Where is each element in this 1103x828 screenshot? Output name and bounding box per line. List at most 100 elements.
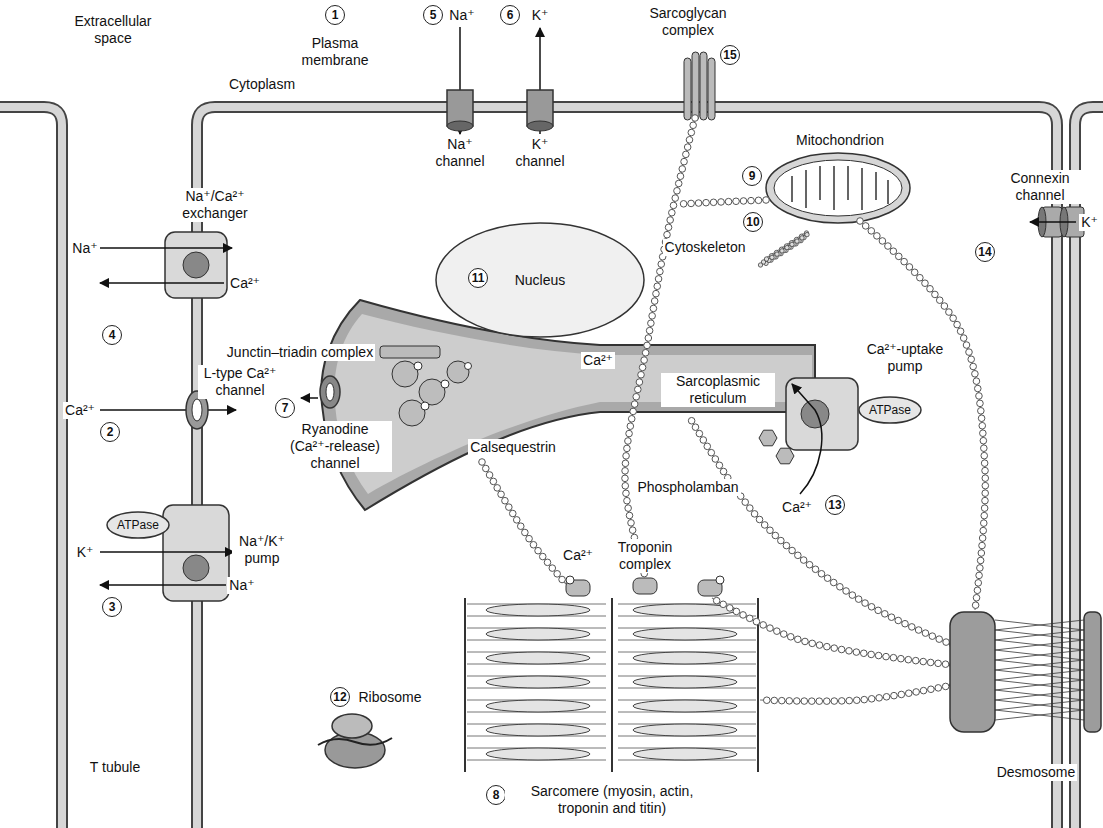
part-label: Connexin channel	[998, 170, 1082, 204]
cytoskeleton-fibre	[785, 245, 789, 249]
cytoskeletal-filament	[787, 633, 794, 640]
cytoskeletal-filament	[712, 598, 953, 665]
exchanger-symbol	[100, 247, 232, 249]
cytoskeletal-filament	[675, 180, 682, 187]
sarcoglycan-symbol	[684, 58, 691, 120]
cytoskeletal-filament	[950, 315, 957, 322]
cytoskeletal-filament	[708, 449, 715, 456]
cytoskeletal-filament	[795, 636, 802, 643]
part-label: Sarcoplasmic reticulum	[661, 373, 775, 407]
cytoskeleton-fibre	[800, 236, 804, 240]
cytoskeletal-filament	[638, 371, 645, 378]
cytoskeletal-filament	[622, 460, 629, 467]
cytoskeletal-filament	[922, 280, 929, 287]
cytoskeletal-filament	[704, 443, 711, 450]
cytoskeletal-filament	[902, 620, 909, 627]
cytoskeletal-filament	[960, 335, 967, 342]
cytoskeletal-filament	[963, 342, 970, 349]
cytoskeletal-filament	[942, 683, 949, 690]
cytoskeletal-filament	[824, 643, 831, 650]
cytoskeletal-filament	[767, 527, 774, 534]
cytoskeletal-filament	[982, 490, 989, 497]
cytoskeletal-filament	[625, 505, 632, 512]
part-label: Mitochondrion	[794, 132, 886, 149]
uptake-pump-symbol	[801, 400, 829, 428]
cytoskeletal-filament	[648, 320, 655, 327]
desmosome-symbol	[995, 620, 1084, 630]
sarcoplasmic-reticulum-shape	[320, 376, 340, 408]
desmosome-symbol	[1084, 612, 1101, 732]
cytoskeletal-filament	[774, 628, 781, 635]
sarcoplasmic-reticulum-shape	[326, 383, 334, 401]
cytoskeletal-filament	[625, 118, 695, 576]
cytoskeletal-filament	[868, 603, 875, 610]
cytoskeletal-filament	[974, 587, 981, 594]
cytoskeletal-filament	[929, 633, 936, 640]
part-label: Ca²⁺	[581, 352, 615, 369]
sarcomere-symbol	[633, 652, 737, 664]
cytoskeletal-filament	[646, 327, 653, 334]
desmosome-symbol	[995, 670, 1084, 680]
callout-number: 5	[423, 5, 443, 25]
sarcomere-symbol	[465, 598, 758, 772]
cytoskeletal-filament	[846, 648, 853, 655]
callout-number: 14	[975, 242, 995, 262]
exchanger-symbol	[165, 232, 227, 298]
cytoskeletal-filament	[486, 472, 493, 479]
cytoskeletal-filament	[509, 510, 516, 517]
cytoskeletal-filament	[680, 201, 687, 208]
cytoskeletal-filament	[981, 512, 988, 519]
cytoskeletal-filament	[816, 698, 823, 705]
desmosome-symbol	[995, 660, 1084, 670]
sarcoplasmic-reticulum-shape	[380, 346, 440, 358]
part-label: Phospholamban	[635, 479, 740, 496]
cytoskeletal-filament	[875, 652, 882, 659]
cytoskeletal-filament	[772, 532, 779, 539]
cytoskeletal-filament	[981, 445, 988, 452]
callout-number: 9	[742, 166, 762, 186]
cytoskeletal-filament	[479, 459, 486, 466]
cytoskeletal-filament	[670, 202, 677, 209]
cytoskeletal-filament	[733, 198, 740, 205]
cytoskeletal-filament	[976, 393, 983, 400]
cytoskeletal-filament	[800, 557, 807, 564]
cytoskeletal-filament	[932, 291, 939, 298]
part-label: K⁺	[75, 544, 96, 561]
cytoskeletal-filament	[672, 195, 679, 202]
cytoskeleton-fibre	[775, 252, 779, 256]
cytoskeletal-filament	[862, 600, 869, 607]
cytoskeletal-filament	[688, 129, 695, 136]
cytoskeletal-filament	[920, 687, 927, 694]
cytoskeletal-filament	[679, 166, 686, 173]
cytoskeletal-filament	[973, 594, 980, 601]
cytoskeletal-filament	[824, 575, 831, 582]
cytoskeletal-filament	[855, 596, 862, 603]
cytoskeletal-filament	[936, 636, 943, 643]
cytoskeletal-filament	[681, 158, 688, 165]
troponin-symbol	[633, 578, 657, 594]
cytoskeletal-filament	[868, 695, 875, 702]
cytoskeletal-filament	[978, 550, 985, 557]
cytoskeleton-fibre	[770, 255, 774, 259]
sarcomere-symbol	[464, 598, 466, 772]
desmosome-symbol	[995, 650, 1084, 660]
sarcoplasmic-reticulum-shape	[441, 380, 449, 388]
callout-number: 11	[468, 268, 488, 288]
cytoskeletal-filament	[838, 646, 845, 653]
cytoskeletal-filament	[927, 659, 934, 666]
connexin-symbol	[1030, 221, 1076, 223]
cytoskeletal-filament	[726, 605, 733, 612]
cytoskeletal-filament	[748, 197, 755, 204]
mitochondrion-symbol	[766, 153, 910, 223]
cytoskeletal-filament	[654, 283, 661, 290]
cytoskeletal-filament	[629, 527, 636, 534]
cytoskeletal-filament	[982, 467, 989, 474]
cytoskeletal-filament	[755, 197, 762, 204]
desmosome-symbol	[995, 710, 1084, 720]
sarcomere-symbol	[486, 652, 590, 664]
cytoskeletal-filament	[890, 248, 897, 255]
cytoskeletal-filament	[974, 385, 981, 392]
callout-number: 12	[330, 687, 350, 707]
cytoskeletal-filament	[837, 583, 844, 590]
cytoskeletal-filament	[793, 698, 800, 705]
